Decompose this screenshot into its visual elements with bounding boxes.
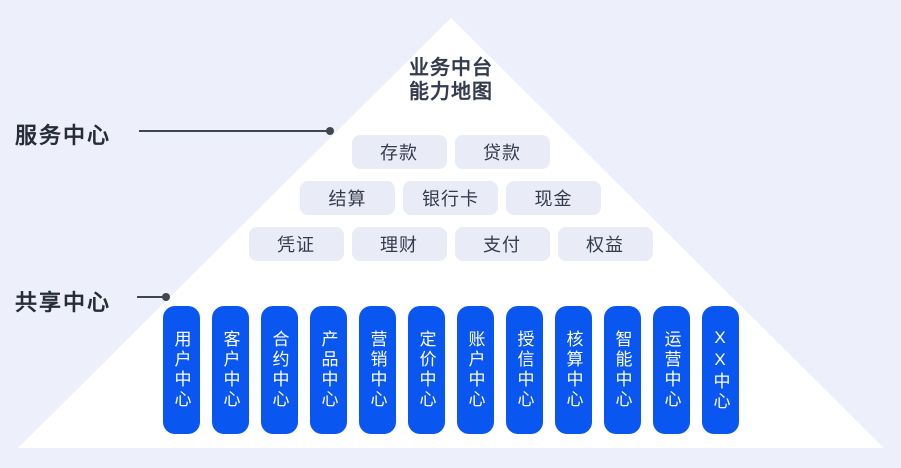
service-pill: 凭证 — [248, 227, 344, 261]
service-pill: 银行卡 — [403, 181, 498, 215]
center-column: 定价中心 — [407, 306, 445, 434]
center-column: 产品中心 — [309, 306, 347, 434]
service-pill: 现金 — [506, 181, 601, 215]
service-center-label: 服务中心 — [15, 123, 112, 148]
diagram-title: 业务中台 能力地图 — [409, 56, 493, 104]
shared-centers-row: 用户中心 客户中心 合约中心 产品中心 营销中心 定价中心 账户中心 授信中心 核算中心 智能中心… — [0, 306, 901, 434]
center-column: 授信中心 — [505, 306, 543, 434]
service-pill: 结算 — [300, 181, 395, 215]
center-column: 核算中心 — [554, 306, 592, 434]
center-column: 合约中心 — [260, 306, 298, 434]
service-pill: 理财 — [351, 227, 447, 261]
service-pill: 存款 — [351, 135, 447, 169]
service-center-connector-dot — [326, 127, 334, 135]
center-column-label: 运营中心 — [661, 330, 681, 410]
center-column: 账户中心 — [456, 306, 494, 434]
diagram-title-line2: 能力地图 — [409, 81, 493, 103]
diagram-title-line1: 业务中台 — [409, 57, 493, 79]
service-center-connector-line — [139, 127, 334, 135]
service-pill: 权益 — [557, 227, 653, 261]
service-pill: 贷款 — [454, 135, 550, 169]
service-pill: 支付 — [454, 227, 550, 261]
center-column-label: 定价中心 — [416, 330, 436, 410]
center-column: 智能中心 — [603, 306, 641, 434]
shared-center-label: 共享中心 — [15, 290, 112, 315]
center-column: 客户中心 — [211, 306, 249, 434]
center-column: 营销中心 — [358, 306, 396, 434]
center-column-label: 产品中心 — [318, 330, 338, 410]
center-column: XX中心 — [701, 306, 739, 434]
center-column-label: 合约中心 — [269, 330, 289, 410]
shared-center-connector-line — [137, 293, 170, 301]
center-column-label: 客户中心 — [220, 330, 240, 410]
service-row: 凭证理财支付权益 — [0, 227, 901, 261]
center-column-label: 账户中心 — [465, 330, 485, 410]
center-column-label: 核算中心 — [563, 330, 583, 410]
center-column: 运营中心 — [652, 306, 690, 434]
center-column-label: XX中心 — [710, 328, 730, 412]
center-column-label: 授信中心 — [514, 330, 534, 410]
center-column: 用户中心 — [162, 306, 200, 434]
center-column-label: 智能中心 — [612, 330, 632, 410]
service-row: 结算银行卡现金 — [0, 181, 901, 215]
shared-center-connector-dot — [162, 293, 170, 301]
center-column-label: 营销中心 — [367, 330, 387, 410]
service-row: 存款贷款 — [0, 135, 901, 169]
center-column-label: 用户中心 — [171, 330, 191, 410]
